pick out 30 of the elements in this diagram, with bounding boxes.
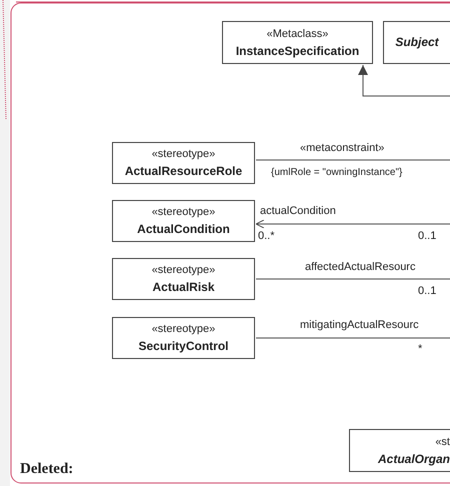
- class-name: InstanceSpecification: [236, 42, 360, 60]
- class-box: [112, 317, 255, 359]
- edge-label: mitigatingActualResourc: [300, 318, 419, 332]
- stereotype-label: «stereotype»: [152, 147, 216, 162]
- class-name: ActualRisk: [152, 279, 215, 296]
- constraint-label: {umlRole = "owningInstance"}: [271, 166, 402, 180]
- class-name: ActualResourceRole: [124, 163, 242, 180]
- stereotype-label: «stereotype»: [152, 322, 216, 337]
- class-box: [112, 142, 255, 184]
- stereotype-label: «st: [435, 434, 450, 450]
- association-line: [256, 278, 450, 280]
- association-line: [256, 220, 450, 228]
- class-box: [112, 258, 255, 300]
- multiplicity-label: *: [418, 342, 422, 356]
- class-name: ActualOrgan: [378, 450, 450, 468]
- stereotype-label: «stereotype»: [152, 205, 216, 220]
- generalization-arrow: [358, 64, 450, 96]
- note-text: Deleted:: [20, 462, 74, 476]
- class-box: [222, 21, 373, 64]
- stereotype-label: «Metaclass»: [266, 26, 328, 42]
- class-name: ActualCondition: [137, 221, 230, 238]
- stereotype-label: «stereotype»: [152, 263, 216, 278]
- multiplicity-label: 0..*: [258, 229, 275, 243]
- class-name: Subject: [395, 34, 439, 51]
- class-box: [112, 200, 255, 242]
- class-box: [349, 429, 450, 472]
- multiplicity-label: 0..1: [418, 229, 436, 243]
- multiplicity-label: 0..1: [418, 284, 436, 298]
- class-name: SecurityControl: [138, 338, 228, 355]
- class-box: [383, 21, 450, 64]
